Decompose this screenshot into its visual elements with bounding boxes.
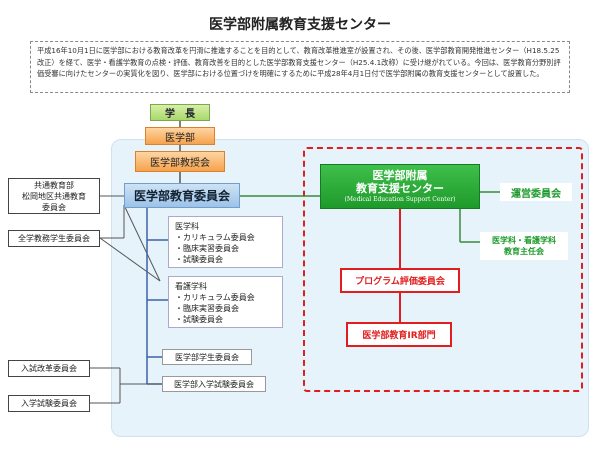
program-evaluation-committee-box: プログラム評価委員会 — [340, 268, 460, 293]
faculty-council-box: 医学部教授会 — [135, 151, 225, 172]
page-title: 医学部附属教育支援センター — [209, 17, 391, 33]
faculty-of-medicine-box: 医学部 — [145, 127, 215, 145]
center-name-line1: 医学部附属 — [372, 169, 428, 182]
chief-teachers-meeting-box: 医学科・看護学科 教育主任会 — [480, 232, 568, 260]
university-student-affairs-committee-box: 全学教務学生委員会 — [8, 230, 100, 247]
nursing-dept-item: ・試験委員会 — [175, 315, 223, 324]
faculty-admission-committee-box: 医学部入学試験委員会 — [162, 376, 266, 392]
general-education-committee-box: 共通教育部 松岡地区共通教育 委員会 — [8, 178, 100, 214]
medicine-dept-committees-box: 医学科 ・カリキュラム委員会 ・臨床実習委員会 ・試験委員会 — [168, 216, 283, 268]
chief-meeting-line2: 教育主任会 — [504, 247, 544, 256]
center-name-english: (Medical Education Support Center) — [344, 196, 456, 203]
president-box: 学 長 — [150, 104, 210, 121]
intro-paragraph: 平成16年10月1日に医学部における教育改革を円滑に推進することを目的として、教… — [30, 41, 570, 93]
chief-meeting-line1: 医学科・看護学科 — [492, 236, 556, 245]
admission-reform-committee-box: 入試改革委員会 — [8, 360, 90, 377]
entrance-exam-committee-box: 入学試験委員会 — [8, 395, 90, 412]
education-support-center-box: 医学部附属 教育支援センター (Medical Education Suppor… — [320, 164, 480, 209]
medicine-dept-item: ・試験委員会 — [175, 255, 223, 264]
nursing-dept-item: ・カリキュラム委員会 — [175, 293, 255, 302]
gen-ed-line1: 共通教育部 — [34, 180, 74, 190]
medicine-dept-title: 医学科 — [175, 222, 199, 231]
student-committee-box: 医学部学生委員会 — [162, 349, 252, 365]
nursing-dept-committees-box: 看護学科 ・カリキュラム委員会 ・臨床実習委員会 ・試験委員会 — [168, 276, 283, 328]
ir-division-box: 医学部教育IR部門 — [346, 322, 452, 347]
nursing-dept-title: 看護学科 — [175, 282, 207, 291]
center-dashed-frame — [303, 147, 583, 392]
nursing-dept-item: ・臨床実習委員会 — [175, 304, 239, 313]
steering-committee-box: 運営委員会 — [500, 183, 572, 201]
gen-ed-line3: 委員会 — [42, 202, 66, 212]
education-committee-box: 医学部教育委員会 — [124, 183, 240, 208]
center-name-line2: 教育支援センター — [356, 182, 444, 195]
medicine-dept-item: ・カリキュラム委員会 — [175, 233, 255, 242]
medicine-dept-item: ・臨床実習委員会 — [175, 244, 239, 253]
gen-ed-line2: 松岡地区共通教育 — [22, 191, 86, 201]
